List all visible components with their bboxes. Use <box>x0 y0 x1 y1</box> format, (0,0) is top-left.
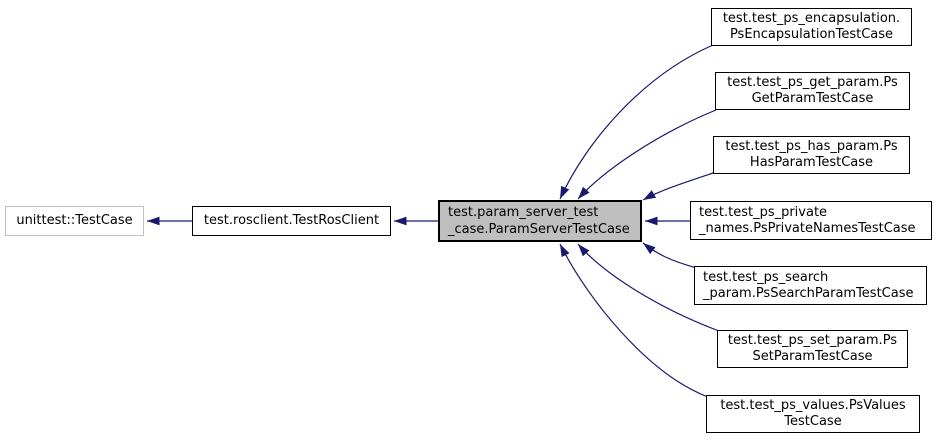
inheritance-edge-values <box>559 243 709 398</box>
node-label-line1: test.test_ps_set_param.Ps <box>727 333 898 348</box>
node-test-ps-private-names[interactable]: test.test_ps_private _names.PsPrivateNam… <box>690 201 932 240</box>
inheritance-edge-encapsulation <box>559 44 714 200</box>
node-unittest-testcase: unittest::TestCase <box>5 206 144 236</box>
node-label-line1: test.test_ps_has_param.Ps <box>725 139 898 154</box>
node-label-line2: HasParamTestCase <box>749 155 874 170</box>
node-label-line2: _case.ParamServerTestCase <box>448 222 630 237</box>
node-test-param-server-test-case-paramservertestcase: test.param_server_test _case.ParamServer… <box>438 200 642 242</box>
node-label-line1: test.test_ps_encapsulation. <box>722 11 901 26</box>
node-test-ps-set-param[interactable]: test.test_ps_set_param.Ps SetParamTestCa… <box>717 330 908 368</box>
node-label-line2: GetParamTestCase <box>751 91 874 106</box>
inheritance-edge-search-param <box>642 242 698 269</box>
node-label-line2: _names.PsPrivateNamesTestCase <box>699 220 916 236</box>
node-label-line1: test.test_ps_private <box>699 204 828 220</box>
node-test-rosclient-testrosclient[interactable]: test.rosclient.TestRosClient <box>192 206 391 236</box>
node-label: test.rosclient.TestRosClient <box>203 213 380 228</box>
node-label-line2: _param.PsSearchParamTestCase <box>703 285 914 301</box>
inheritance-edge-has-param <box>642 171 717 201</box>
node-label-line1: test.test_ps_get_param.Ps <box>727 75 898 90</box>
node-label-line2: TestCase <box>784 414 842 429</box>
node-label-line1: test.test_ps_values.PsValues <box>720 398 906 413</box>
node-test-ps-search-param[interactable]: test.test_ps_search _param.PsSearchParam… <box>694 266 927 305</box>
node-test-ps-has-param[interactable]: test.test_ps_has_param.Ps HasParamTestCa… <box>713 136 910 174</box>
node-label-line2: SetParamTestCase <box>752 349 873 364</box>
node-test-ps-get-param[interactable]: test.test_ps_get_param.Ps GetParamTestCa… <box>715 72 910 110</box>
node-label: unittest::TestCase <box>16 213 133 228</box>
node-label-line1: test.param_server_test <box>448 205 599 220</box>
node-label-line1: test.test_ps_search <box>703 269 829 285</box>
node-test-ps-values[interactable]: test.test_ps_values.PsValues TestCase <box>706 395 920 433</box>
inheritance-edge-get-param <box>577 109 717 200</box>
node-label-line2: PsEncapsulationTestCase <box>729 27 894 42</box>
node-test-ps-encapsulation[interactable]: test.test_ps_encapsulation. PsEncapsulat… <box>711 8 912 46</box>
